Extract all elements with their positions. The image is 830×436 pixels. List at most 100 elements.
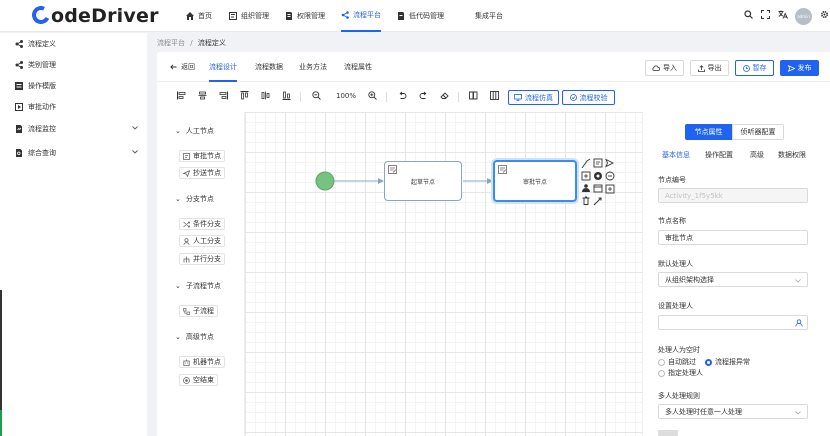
lowcode-icon: [398, 12, 404, 20]
align-right-icon[interactable]: [219, 91, 228, 100]
flow-canvas[interactable]: 起草节点 审批节点: [245, 112, 643, 436]
append-intermediate-event-icon[interactable]: [605, 171, 615, 181]
palette-item-condition-branch[interactable]: 条件分支: [179, 218, 225, 230]
palette-item-manual-branch[interactable]: 人工分支: [179, 235, 225, 247]
append-send-icon[interactable]: [605, 158, 615, 168]
home-icon: [186, 12, 194, 20]
language-icon[interactable]: [778, 10, 788, 19]
nav-permission[interactable]: 权限管理: [285, 0, 325, 32]
user-avatar[interactable]: admin: [795, 8, 812, 25]
chevron-down-icon: [132, 126, 138, 130]
eraser-icon[interactable]: [440, 91, 449, 100]
tab-flow-data[interactable]: 流程数据: [255, 63, 283, 71]
import-button[interactable]: 导入: [645, 60, 684, 76]
flow-node-draft[interactable]: 起草节点: [384, 161, 462, 201]
sidebar-item-query[interactable]: 综合查询: [0, 143, 147, 163]
delete-icon[interactable]: [582, 196, 590, 205]
palette-item-end-event[interactable]: 空结束: [179, 374, 218, 386]
save-draft-button[interactable]: 暂存: [735, 60, 774, 76]
tab-business-method[interactable]: 业务方法: [299, 63, 327, 71]
palette-item-subprocess[interactable]: 子流程: [179, 305, 218, 317]
radio-flow-exception[interactable]: 流程报异常: [705, 357, 750, 367]
undo-icon[interactable]: [398, 91, 407, 100]
align-left-icon[interactable]: [177, 91, 186, 100]
palette-group-advanced[interactable]: ⌄高级节点: [175, 333, 214, 341]
append-user-icon[interactable]: [582, 184, 590, 192]
node-id-input[interactable]: Activity_1f5y5kk: [658, 188, 808, 203]
radio-assign-handler[interactable]: 指定处理人: [658, 368, 703, 378]
palette-item-parallel-branch[interactable]: 并行分支: [179, 253, 225, 265]
search-icon[interactable]: [744, 10, 753, 19]
template-icon: [15, 82, 23, 90]
append-subprocess-icon[interactable]: [581, 171, 591, 181]
simulate-button[interactable]: 流程仿真: [508, 90, 559, 105]
redo-icon[interactable]: [419, 91, 428, 100]
canvas-connections: [315, 171, 493, 191]
palette-item-cc-node[interactable]: 抄送节点: [179, 167, 225, 179]
top-navbar: odeDriver 首页 组织管理 权限管理 流程平台 低代码管理 集成平台 a…: [0, 0, 830, 32]
subtab-basic-info[interactable]: 基本信息: [662, 151, 690, 159]
subprocess-icon: [183, 307, 190, 315]
align-top-icon[interactable]: [240, 91, 249, 100]
radio-auto-skip[interactable]: 自动跳过: [658, 357, 696, 367]
align-middle-icon[interactable]: [261, 91, 270, 100]
tab-node-properties[interactable]: 节点属性: [685, 124, 732, 140]
connect-tool-icon[interactable]: [593, 197, 602, 206]
tab-flow-properties[interactable]: 流程属性: [344, 63, 372, 71]
approve-node-icon: [183, 152, 190, 160]
palette-group-subprocess[interactable]: ⌄子流程节点: [175, 282, 221, 290]
back-button[interactable]: 返回: [170, 52, 195, 82]
gear-icon[interactable]: [820, 10, 829, 19]
user-picker-icon[interactable]: [795, 319, 803, 327]
sidebar-item-monitor[interactable]: 流程监控: [0, 119, 147, 139]
node-type-icon: [498, 165, 507, 174]
clock-icon: [742, 64, 750, 72]
align-bottom-icon[interactable]: [282, 91, 291, 100]
parallel-branch-icon: [183, 256, 190, 262]
end-event-icon: [183, 376, 190, 384]
subtab-operation-config[interactable]: 操作配置: [705, 151, 733, 159]
subtab-data-permission[interactable]: 数据权限: [778, 151, 806, 159]
empty-handler-label: 处理人为空时: [658, 346, 700, 354]
breadcrumb-root[interactable]: 流程平台: [157, 39, 185, 47]
sidebar-item-flow-definition[interactable]: 流程定义: [0, 34, 147, 54]
tab-flow-design[interactable]: 流程设计: [209, 52, 237, 82]
append-end-event-icon[interactable]: [594, 172, 602, 180]
nav-flow-platform[interactable]: 流程平台: [341, 0, 381, 32]
nav-lowcode[interactable]: 低代码管理: [397, 0, 444, 32]
node-name-input[interactable]: 审批节点: [658, 230, 808, 245]
share-icon: [15, 40, 23, 48]
nav-org[interactable]: 组织管理: [229, 0, 269, 32]
start-event[interactable]: [315, 171, 335, 191]
tab-listener-config[interactable]: 侦听器配置: [732, 124, 784, 140]
zoom-in-icon[interactable]: [368, 91, 377, 100]
set-handler-input[interactable]: [658, 315, 808, 330]
book-icon[interactable]: [469, 91, 478, 100]
columns-icon[interactable]: [490, 91, 499, 100]
validate-button[interactable]: 流程校验: [562, 90, 615, 105]
fullscreen-icon[interactable]: [761, 10, 770, 19]
palette-item-robot-node[interactable]: 机器节点: [179, 356, 225, 368]
export-button[interactable]: 导出: [690, 60, 729, 76]
palette-item-approve-node[interactable]: 审批节点: [179, 150, 225, 162]
nav-home[interactable]: 首页: [186, 0, 212, 32]
align-center-icon[interactable]: [198, 91, 207, 100]
default-handler-select[interactable]: 从组织架构选择: [658, 272, 808, 287]
flow-node-approve[interactable]: 审批节点: [493, 160, 577, 202]
publish-button[interactable]: 发布: [780, 60, 819, 76]
palette-group-branch[interactable]: ⌄分支节点: [175, 195, 214, 203]
app-logo[interactable]: odeDriver: [29, 3, 159, 27]
nav-integration[interactable]: 集成平台: [475, 12, 503, 20]
sidebar-item-category[interactable]: 类别管理: [0, 55, 147, 75]
append-connection-icon[interactable]: [581, 158, 591, 169]
sidebar-item-approve-action[interactable]: 审批动作: [0, 97, 147, 117]
append-gateway-icon[interactable]: [605, 184, 615, 194]
multi-rule-select[interactable]: 多人处理时任意一人处理: [658, 404, 808, 419]
palette-group-manual[interactable]: ⌄人工节点: [175, 127, 214, 135]
sidebar-item-template[interactable]: 操作模版: [0, 76, 147, 96]
subtab-advanced[interactable]: 高级: [750, 151, 764, 159]
manual-branch-icon: [183, 237, 190, 245]
append-task-icon[interactable]: [593, 158, 603, 168]
append-data-store-icon[interactable]: [593, 184, 603, 193]
zoom-out-icon[interactable]: [312, 91, 321, 100]
